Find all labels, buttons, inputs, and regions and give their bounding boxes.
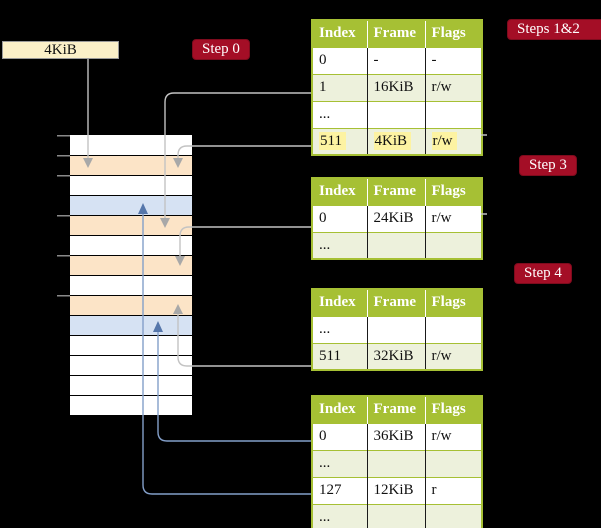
table-row: ... xyxy=(312,231,482,259)
cell-frame: 16KiB xyxy=(366,73,425,101)
memory-frame-0 xyxy=(70,135,192,155)
memory-frame-4 xyxy=(70,215,192,235)
memory-frame-13 xyxy=(70,395,192,415)
header-frame: Frame xyxy=(366,289,425,316)
header-flags: Flags xyxy=(424,289,482,316)
badge-step-0: Step 0 xyxy=(192,39,250,60)
arrow-pt1-row511-to-frame-4KiB xyxy=(177,145,311,159)
table-row: 0 24KiB r/w xyxy=(312,204,482,232)
memory-frame-3 xyxy=(70,195,192,215)
table-row: 511 32KiB r/w xyxy=(312,342,482,370)
table-header-row: Index Frame Flags xyxy=(312,396,482,423)
table-header-row: Index Frame Flags xyxy=(312,289,482,316)
header-index: Index xyxy=(312,20,367,47)
memory-frame-12 xyxy=(70,375,192,395)
highlighted-value: 511 xyxy=(319,131,346,150)
memory-frame-2 xyxy=(70,175,192,195)
cell-frame: 32KiB xyxy=(366,342,425,370)
header-flags: Flags xyxy=(424,178,482,205)
cell-frame: - xyxy=(366,46,425,74)
cell-frame xyxy=(366,503,425,528)
memory-frame-9 xyxy=(70,315,192,335)
cell-frame: 4KiB xyxy=(366,127,425,155)
table-row: 0 36KiB r/w xyxy=(312,422,482,450)
memory-frame-7 xyxy=(70,275,192,295)
header-index: Index xyxy=(312,289,367,316)
cell-frame xyxy=(366,231,425,259)
frame-size-label-box: 4KiB xyxy=(2,41,119,59)
page-table-steps-1-2: Index Frame Flags 0 - - 1 16KiB r/w ... … xyxy=(311,19,483,156)
header-index: Index xyxy=(312,178,367,205)
highlighted-value: r/w xyxy=(431,131,457,150)
header-frame: Frame xyxy=(366,20,425,47)
cell-index: ... xyxy=(312,100,367,128)
arrow-pt3-row511-to-frame-32KiB xyxy=(177,314,311,367)
table-row: ... xyxy=(312,449,482,477)
page-table-step-3: Index Frame Flags 0 24KiB r/w ... xyxy=(311,177,483,260)
cell-index: ... xyxy=(312,315,367,343)
cell-frame: 24KiB xyxy=(366,204,425,232)
cell-flags: r/w xyxy=(424,204,482,232)
physical-memory-column xyxy=(70,135,192,415)
header-flags: Flags xyxy=(424,20,482,47)
badge-steps-1-2: Steps 1&2 xyxy=(507,19,601,40)
cell-frame xyxy=(366,449,425,477)
highlighted-value: 4KiB xyxy=(373,131,412,150)
memory-frame-6 xyxy=(70,255,192,275)
cell-index: 0 xyxy=(312,204,367,232)
cell-index: ... xyxy=(312,449,367,477)
memory-frame-10 xyxy=(70,335,192,355)
cell-index: ... xyxy=(312,231,367,259)
header-frame: Frame xyxy=(366,396,425,423)
cell-flags xyxy=(424,315,482,343)
frame-size-label: 4KiB xyxy=(44,42,77,58)
cell-frame xyxy=(366,315,425,343)
arrow-pt2-row0-to-frame-24KiB xyxy=(179,226,311,257)
cell-flags xyxy=(424,449,482,477)
cell-frame xyxy=(366,100,425,128)
cell-index: 511 xyxy=(312,127,367,155)
table-row: 127 12KiB r xyxy=(312,476,482,504)
cell-index: 0 xyxy=(312,422,367,450)
header-frame: Frame xyxy=(366,178,425,205)
cell-flags xyxy=(424,503,482,528)
cell-flags: r/w xyxy=(424,422,482,450)
header-index: Index xyxy=(312,396,367,423)
badge-step-4: Step 4 xyxy=(514,263,572,284)
badge-step-3: Step 3 xyxy=(519,155,577,176)
cell-flags xyxy=(424,100,482,128)
memory-frame-1 xyxy=(70,155,192,175)
cell-index: 511 xyxy=(312,342,367,370)
table-row: ... xyxy=(312,100,482,128)
memory-frame-8 xyxy=(70,295,192,315)
cell-index: ... xyxy=(312,503,367,528)
table-row: 0 - - xyxy=(312,46,482,74)
table-row: ... xyxy=(312,503,482,528)
cell-flags xyxy=(424,231,482,259)
table-header-row: Index Frame Flags xyxy=(312,178,482,205)
cell-flags: r xyxy=(424,476,482,504)
memory-frame-11 xyxy=(70,355,192,375)
header-flags: Flags xyxy=(424,396,482,423)
table-row: 1 16KiB r/w xyxy=(312,73,482,101)
cell-flags: r/w xyxy=(424,127,482,155)
page-table-step-4: Index Frame Flags ... 511 32KiB r/w xyxy=(311,288,483,371)
cell-index: 127 xyxy=(312,476,367,504)
cell-frame: 12KiB xyxy=(366,476,425,504)
cell-index: 0 xyxy=(312,46,367,74)
cell-index: 1 xyxy=(312,73,367,101)
table-header-row: Index Frame Flags xyxy=(312,20,482,47)
table-row: ... xyxy=(312,315,482,343)
page-table-final: Index Frame Flags 0 36KiB r/w ... 127 12… xyxy=(311,395,483,528)
memory-frame-5 xyxy=(70,235,192,255)
memory-tick-marks xyxy=(57,135,70,297)
cell-frame: 36KiB xyxy=(366,422,425,450)
table-row-highlighted: 511 4KiB r/w xyxy=(312,127,482,155)
cell-flags: r/w xyxy=(424,342,482,370)
cell-flags: r/w xyxy=(424,73,482,101)
cell-flags: - xyxy=(424,46,482,74)
